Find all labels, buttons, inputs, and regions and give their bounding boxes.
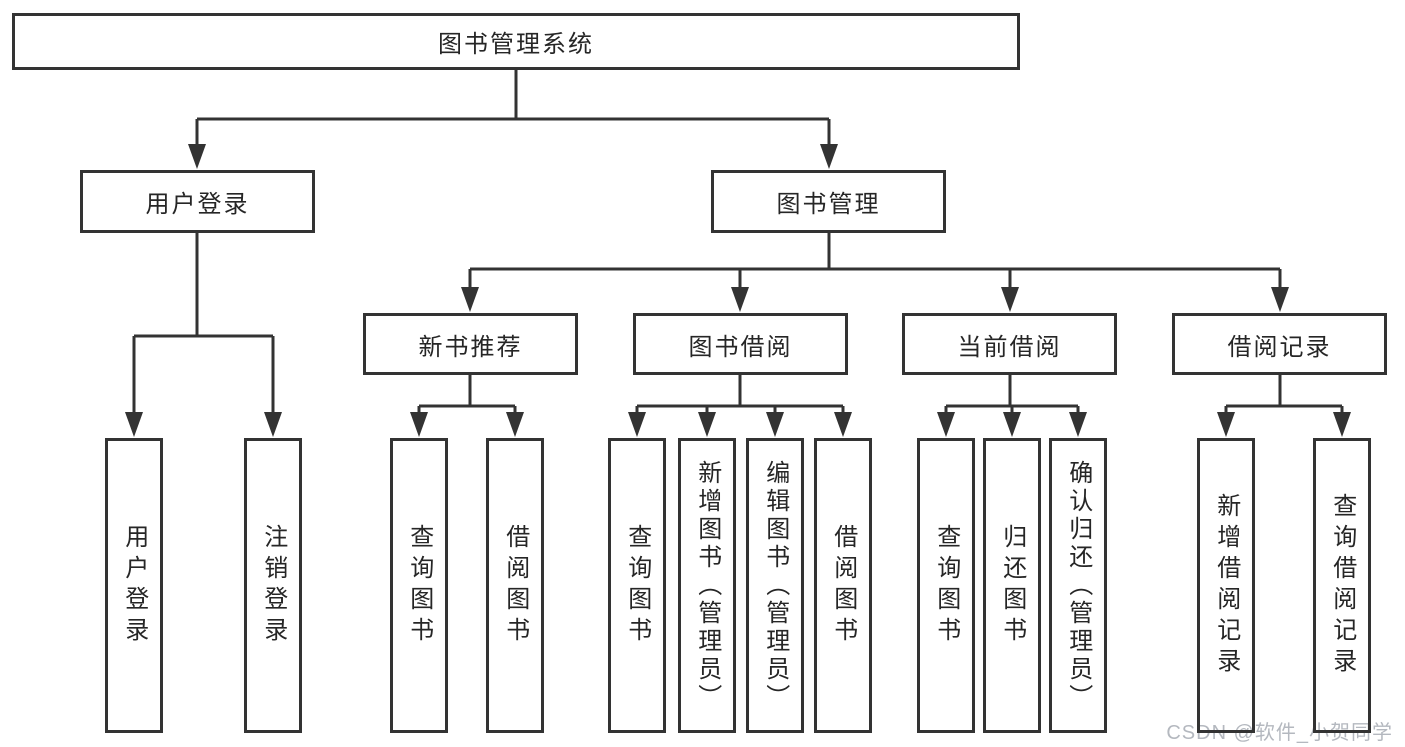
arrowhead-icon [1271,287,1289,312]
arrowhead-icon [506,412,524,437]
arrowhead-icon [628,412,646,437]
leaf-return-books-label: 归还图书 [998,523,1026,648]
arrowhead-icon [834,412,852,437]
leaf-query-borrow-record-label: 查询借阅记录 [1328,492,1356,679]
leaf-query-books-current: 查询图书 [917,438,975,733]
node-new-book-recommend: 新书推荐 [363,313,578,375]
leaf-confirm-return-admin: 确认归还（管理员） [1049,438,1107,733]
leaf-user-login: 用户登录 [105,438,163,733]
leaf-logout: 注销登录 [244,438,302,733]
node-book-management: 图书管理 [711,170,946,233]
leaf-return-books: 归还图书 [983,438,1041,733]
leaf-query-books-recommend: 查询图书 [390,438,448,733]
leaf-add-borrow-record-label: 新增借阅记录 [1212,492,1240,679]
arrowhead-icon [410,412,428,437]
leaf-borrow-books-borrowing-label: 借阅图书 [829,523,857,648]
leaf-query-borrow-record: 查询借阅记录 [1313,438,1371,733]
node-current-borrowing: 当前借阅 [902,313,1117,375]
arrowhead-icon [1333,412,1351,437]
leaf-query-books-borrowing-label: 查询图书 [623,523,651,648]
leaf-confirm-return-admin-label: 确认归还（管理员） [1064,459,1092,712]
arrowhead-icon [731,287,749,312]
node-library-system-label: 图书管理系统 [438,31,594,58]
node-user-login: 用户登录 [80,170,315,233]
node-borrowing-records-label: 借阅记录 [1227,333,1332,361]
arrowhead-icon [461,287,479,312]
arrowhead-icon [698,412,716,437]
csdn-watermark: CSDN @软件_小贺同学 [1166,722,1393,744]
node-user-login-label: 用户登录 [145,191,250,218]
node-book-management-label: 图书管理 [776,191,881,218]
leaf-borrow-books-borrowing: 借阅图书 [814,438,872,733]
arrowhead-icon [1003,412,1021,437]
arrowhead-icon [820,144,838,169]
arrowhead-icon [1001,287,1019,312]
node-borrowing-records: 借阅记录 [1172,313,1387,375]
arrowhead-icon [1069,412,1087,437]
leaf-borrow-books-recommend-label: 借阅图书 [501,523,529,648]
node-book-borrowing-label: 图书借阅 [688,333,793,361]
leaf-logout-label: 注销登录 [259,523,287,648]
arrowhead-icon [264,412,282,437]
leaf-query-books-borrowing: 查询图书 [608,438,666,733]
leaf-edit-books-admin: 编辑图书（管理员） [746,438,804,733]
arrowhead-icon [125,412,143,437]
arrowhead-icon [188,144,206,169]
arrowheads [125,144,1351,437]
leaf-query-books-recommend-label: 查询图书 [405,523,433,648]
leaf-add-books-admin: 新增图书（管理员） [678,438,736,733]
node-library-system: 图书管理系统 [12,13,1020,70]
leaf-query-books-current-label: 查询图书 [932,523,960,648]
node-new-book-recommend-label: 新书推荐 [418,333,523,361]
arrowhead-icon [766,412,784,437]
arrowhead-icon [937,412,955,437]
node-current-borrowing-label: 当前借阅 [957,333,1062,361]
node-book-borrowing: 图书借阅 [633,313,848,375]
leaf-user-login-label: 用户登录 [120,523,148,648]
arrowhead-icon [1217,412,1235,437]
leaf-add-borrow-record: 新增借阅记录 [1197,438,1255,733]
leaf-add-books-admin-label: 新增图书（管理员） [693,459,721,712]
leaf-borrow-books-recommend: 借阅图书 [486,438,544,733]
leaf-edit-books-admin-label: 编辑图书（管理员） [761,459,789,712]
